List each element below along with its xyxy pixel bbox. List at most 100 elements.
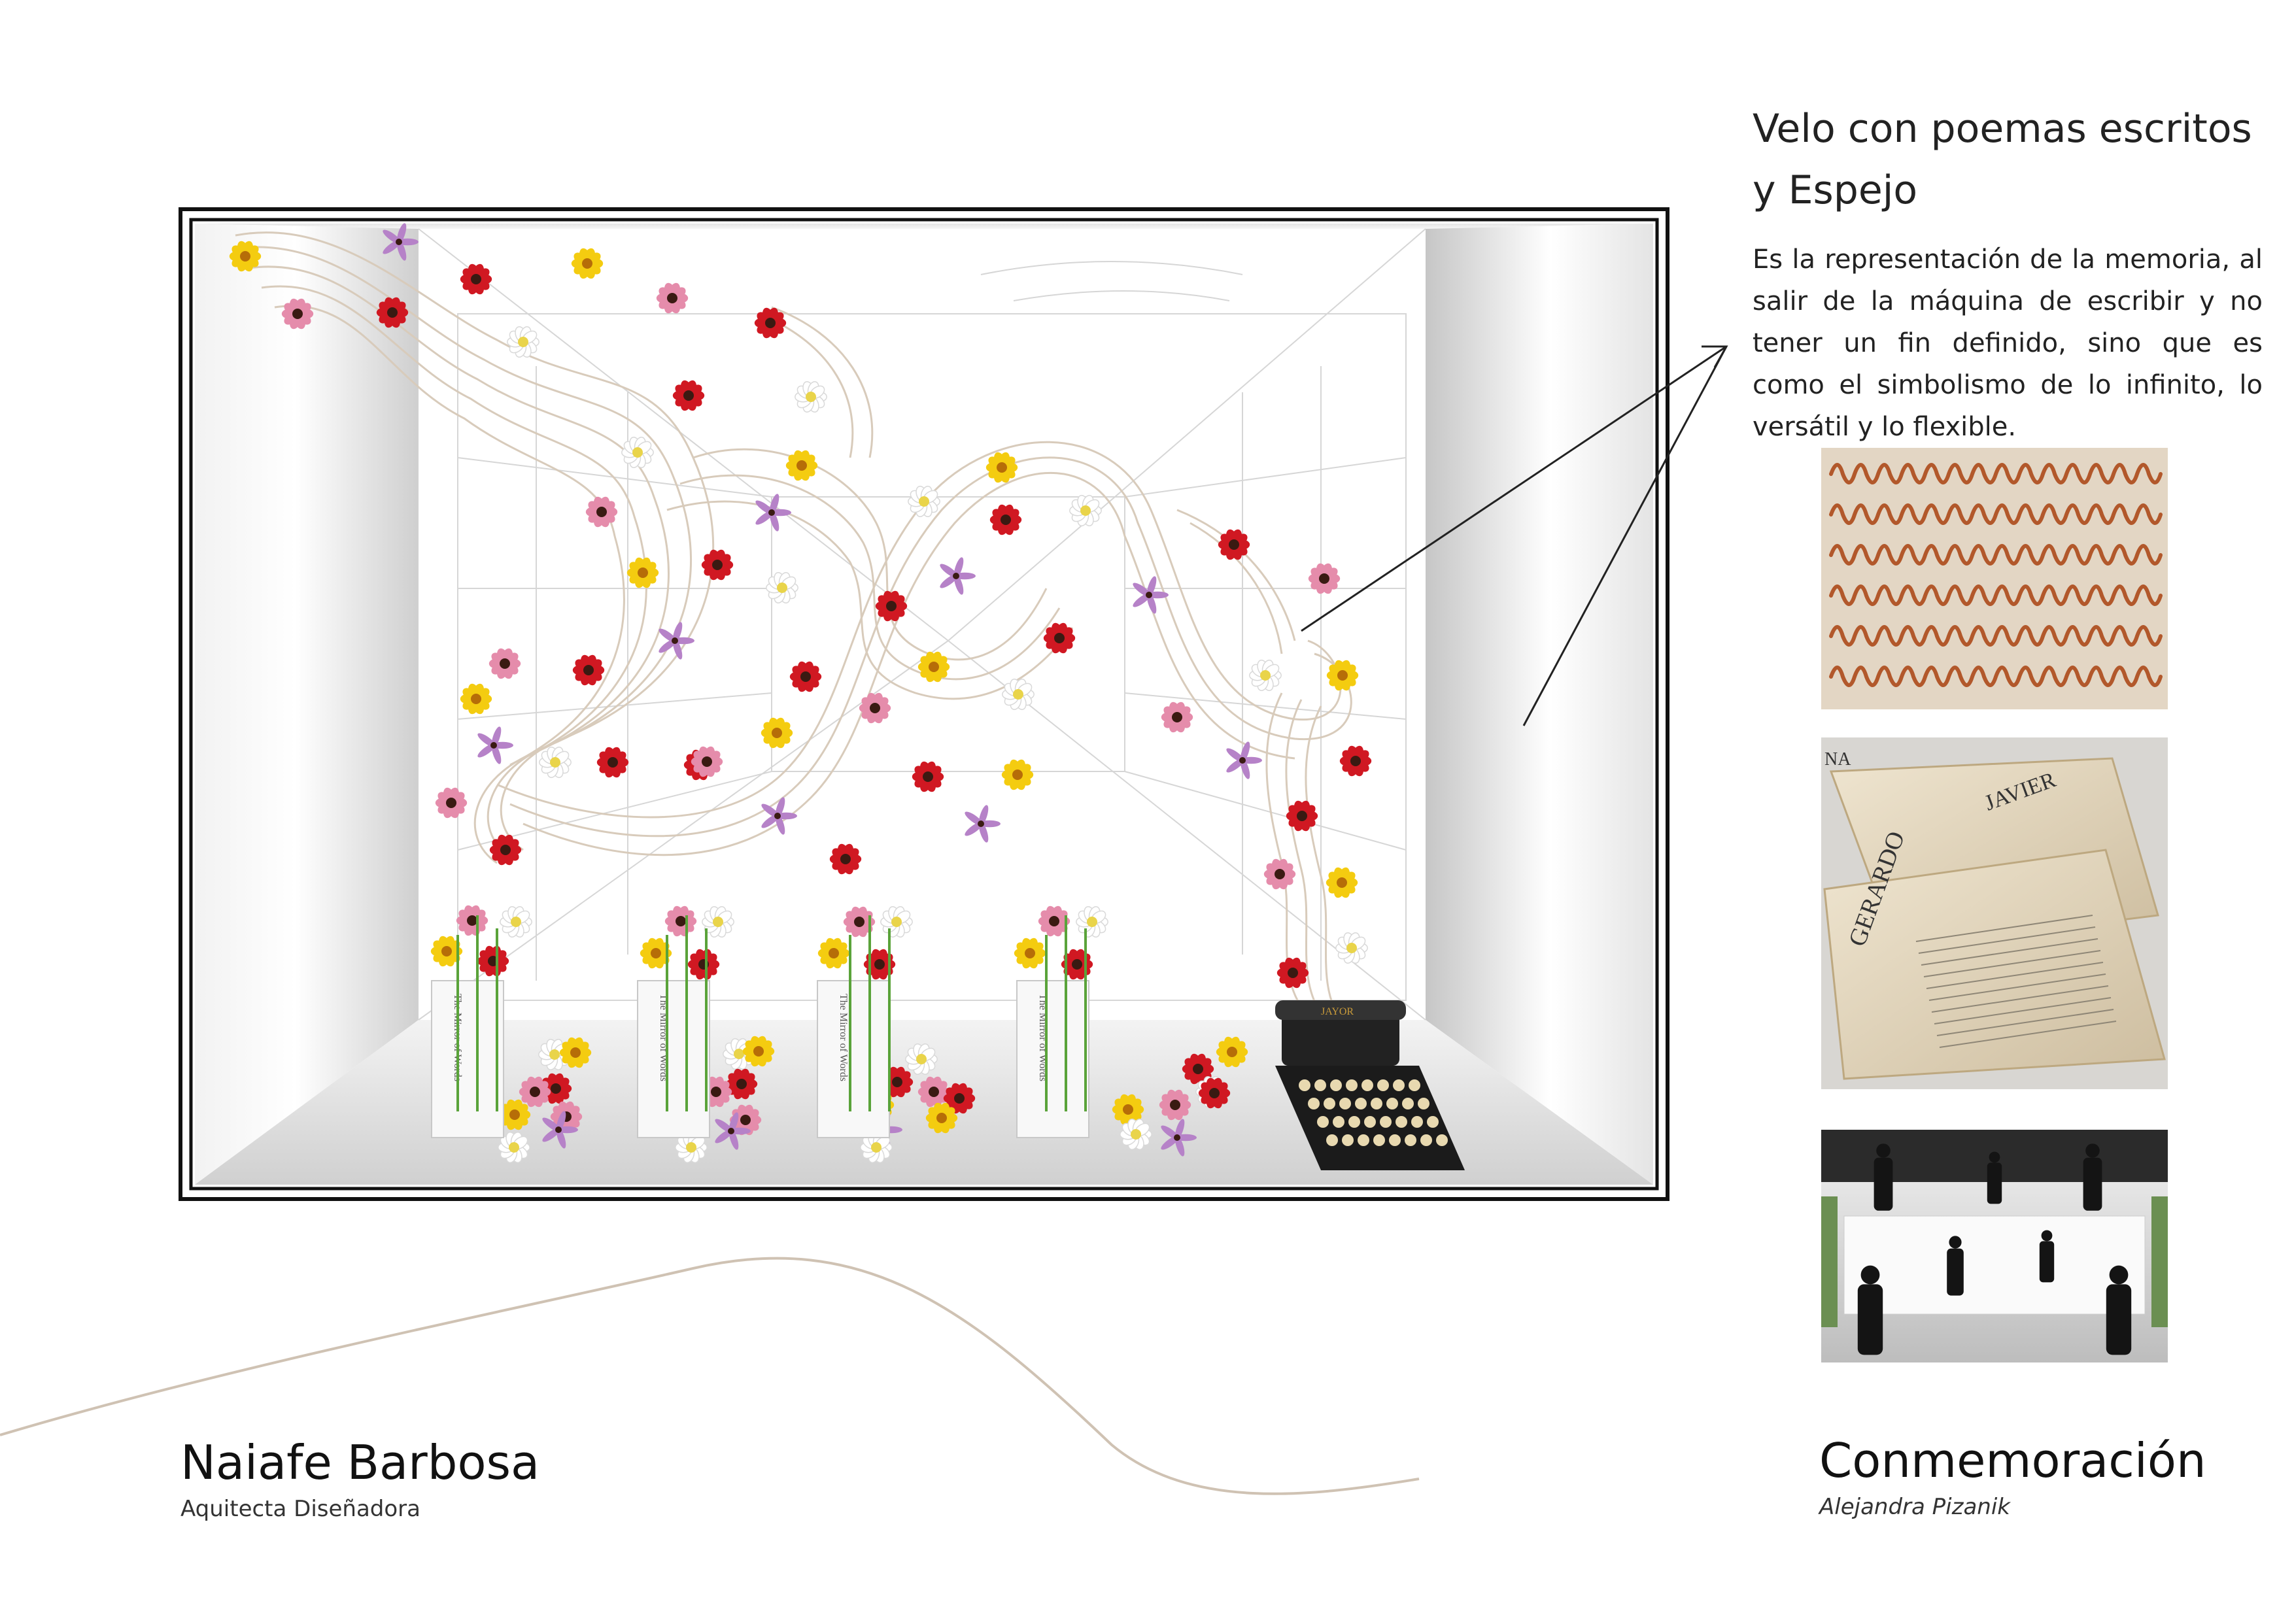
- flower-stems: [456, 915, 1087, 1111]
- flower: [488, 648, 521, 679]
- flower: [1339, 745, 1372, 777]
- flower: [430, 936, 463, 967]
- embroidered-line: [1829, 584, 2163, 606]
- flower: [585, 496, 618, 528]
- book: The Mirror of Words: [637, 980, 710, 1138]
- flower: [542, 1111, 578, 1149]
- arrow-to-mirror: [1522, 346, 1728, 726]
- project-title: Conmemoración: [1819, 1433, 2206, 1488]
- person-silhouette: [1947, 1236, 1964, 1296]
- flower: [1069, 494, 1102, 527]
- project-subtitle: Alejandra Pizanik: [1819, 1494, 2010, 1520]
- typewriter-key: [1308, 1098, 1320, 1109]
- typewriter-key: [1339, 1098, 1351, 1109]
- arrow-to-veil: [1301, 345, 1727, 632]
- person-silhouette: [1857, 1265, 1883, 1355]
- flower: [989, 504, 1022, 535]
- flower: [742, 1036, 775, 1067]
- flower: [965, 805, 1001, 843]
- flower: [1216, 1036, 1248, 1068]
- typewriter-key: [1436, 1134, 1448, 1146]
- flower: [715, 1112, 751, 1150]
- typewriter-key: [1348, 1116, 1360, 1128]
- typewriter-key: [1377, 1079, 1389, 1091]
- annotation-heading: Velo con poemas escritos y Espejo: [1753, 106, 2252, 213]
- flower: [917, 1076, 950, 1108]
- flower: [829, 843, 862, 875]
- linen-name-3: NA: [1824, 749, 1851, 770]
- flower: [507, 326, 539, 358]
- flower: [1326, 867, 1358, 898]
- typewriter-key: [1324, 1098, 1335, 1109]
- typewriter-key: [1314, 1079, 1326, 1091]
- flower: [766, 571, 798, 604]
- flower: [229, 241, 262, 272]
- flower: [943, 1083, 976, 1114]
- flower: [925, 1102, 958, 1134]
- flower: [859, 692, 891, 724]
- flower: [789, 661, 822, 692]
- linen-text-line: [1934, 997, 2112, 1024]
- flower: [817, 938, 850, 969]
- flower: [1308, 563, 1341, 594]
- flower: [596, 747, 629, 778]
- flower: [571, 248, 604, 279]
- linen-text-line: [1918, 926, 2096, 954]
- flower: [519, 1076, 551, 1108]
- flower: [675, 1131, 708, 1164]
- flower: [539, 1073, 572, 1104]
- typewriter-key: [1395, 1116, 1407, 1128]
- flower: [761, 717, 793, 749]
- person-silhouette: [2106, 1265, 2132, 1355]
- flower: [656, 282, 689, 314]
- showcase-window: The Mirror of Words The Mirror of Words …: [179, 207, 1669, 1201]
- showcase-ceiling: [195, 224, 1653, 229]
- flower: [1014, 938, 1046, 969]
- showcase-outer-frame: [179, 207, 1669, 1201]
- typewriter-key: [1380, 1116, 1392, 1128]
- flower: [672, 380, 705, 411]
- embroidered-line: [1829, 463, 2163, 484]
- person-silhouette: [1874, 1143, 1893, 1211]
- typewriter-key: [1346, 1079, 1358, 1091]
- flower: [863, 949, 896, 980]
- book-cover-text: The Mirror of Words: [838, 994, 849, 1081]
- typewriter-key: [1358, 1134, 1369, 1146]
- flower: [985, 452, 1018, 483]
- flower: [383, 223, 419, 261]
- flower: [908, 485, 940, 518]
- flower: [1161, 1119, 1197, 1157]
- typewriter-key: [1364, 1116, 1376, 1128]
- flower: [659, 622, 694, 660]
- embroidered-line: [1829, 666, 2163, 687]
- reference-photo-embroidery: [1821, 448, 2168, 709]
- flower: [940, 557, 976, 595]
- typewriter-key: [1389, 1134, 1401, 1146]
- flower: [489, 834, 522, 866]
- typewriter-key: [1373, 1134, 1385, 1146]
- designer-name: Naiafe Barbosa: [180, 1435, 540, 1490]
- flower: [1120, 1118, 1152, 1151]
- linen-text-line: [1926, 962, 2104, 989]
- typewriter-key: [1418, 1098, 1429, 1109]
- typewriter-key: [1330, 1079, 1342, 1091]
- flower: [691, 746, 723, 777]
- flower: [572, 654, 605, 686]
- flower: [1133, 576, 1169, 614]
- typewriter-key: [1420, 1134, 1432, 1146]
- flower: [500, 905, 532, 938]
- annotation-arrows: [1301, 345, 1728, 726]
- person-silhouette: [2039, 1230, 2055, 1283]
- typewriter-key: [1299, 1079, 1310, 1091]
- flower: [905, 1043, 938, 1075]
- designer-role: Aquitecta Diseñadora: [180, 1496, 420, 1522]
- flower: [1326, 660, 1359, 691]
- typewriter-brand: JAYOR: [1321, 1006, 1354, 1017]
- flower: [1043, 622, 1076, 654]
- book: The Mirror of Words: [817, 980, 890, 1138]
- flower: [460, 683, 492, 715]
- flower: [917, 651, 950, 683]
- embroidered-line: [1829, 625, 2163, 647]
- flower: [880, 905, 913, 938]
- flower: [795, 381, 827, 413]
